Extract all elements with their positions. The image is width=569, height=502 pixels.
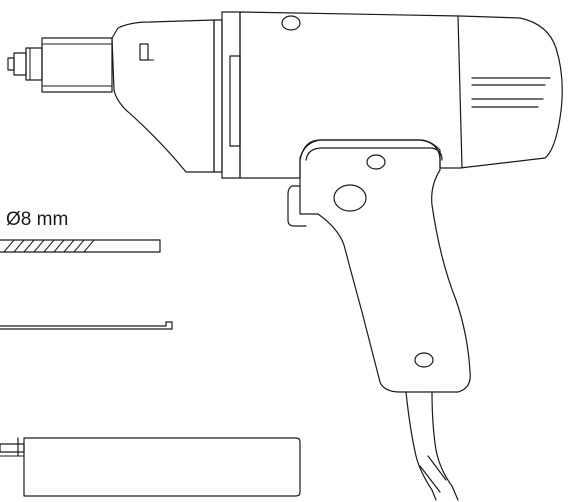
electric-drill [7, 11, 563, 501]
power-cord [405, 391, 459, 501]
bit-size-label: Ø8 mm [6, 209, 68, 230]
chuck-tip [7, 47, 43, 81]
trigger [287, 185, 307, 227]
gear-housing [111, 19, 215, 173]
chisel-tool [0, 437, 301, 497]
chuck-body [41, 37, 113, 93]
collar-band [213, 11, 241, 179]
motor-housing [239, 11, 563, 179]
pistol-grip [299, 139, 471, 393]
thin-rod [0, 321, 173, 330]
drill-bit [0, 239, 161, 253]
